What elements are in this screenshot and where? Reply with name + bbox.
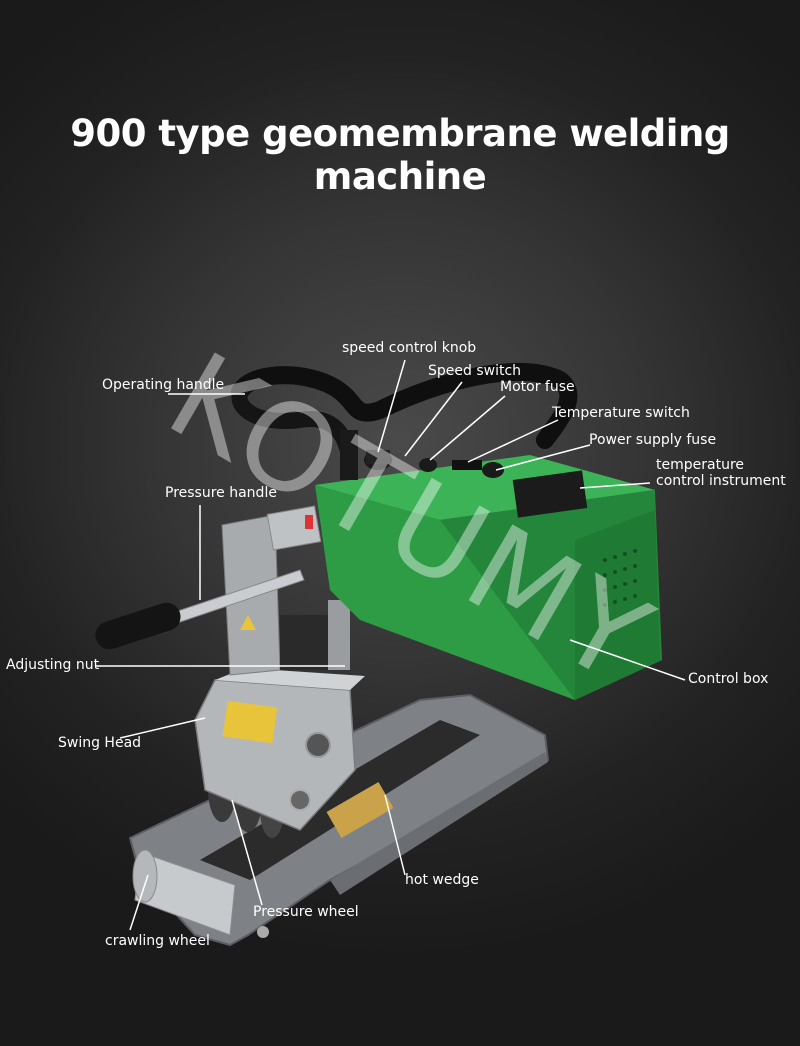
hot-wedge-plate xyxy=(326,782,394,838)
label-pressure-handle: Pressure handle xyxy=(165,485,277,501)
leader-lines xyxy=(96,359,686,931)
label-temperature-switch: Temperature switch xyxy=(552,405,690,421)
label-temperature-control-line1: temperature xyxy=(656,457,744,473)
label-pressure-wheel: Pressure wheel xyxy=(253,904,359,920)
label-speed-control-knob: speed control knob xyxy=(342,340,477,356)
label-operating-handle: Operating handle xyxy=(102,377,225,393)
label-control-box: Control box xyxy=(688,671,769,687)
control-knobs xyxy=(364,450,504,478)
label-temperature-control-line2: control instrument xyxy=(656,473,786,489)
label-hot-wedge: hot wedge xyxy=(405,872,479,888)
label-power-supply-fuse: Power supply fuse xyxy=(589,432,717,448)
page-title: 900 type geomembrane welding machine xyxy=(70,112,730,198)
control-box xyxy=(315,455,662,700)
crawler-frame xyxy=(128,693,550,947)
label-speed-switch: Speed switch xyxy=(428,363,522,379)
pressure-handle xyxy=(95,505,322,650)
label-swing-head: Swing Head xyxy=(58,735,142,751)
operating-handle xyxy=(231,362,578,480)
label-motor-fuse: Motor fuse xyxy=(500,379,575,395)
label-adjusting-nut: Adjusting nut xyxy=(6,657,100,673)
label-crawling-wheel: crawling wheel xyxy=(105,933,210,949)
swing-head xyxy=(194,668,365,831)
crawling-wheel xyxy=(132,849,269,938)
